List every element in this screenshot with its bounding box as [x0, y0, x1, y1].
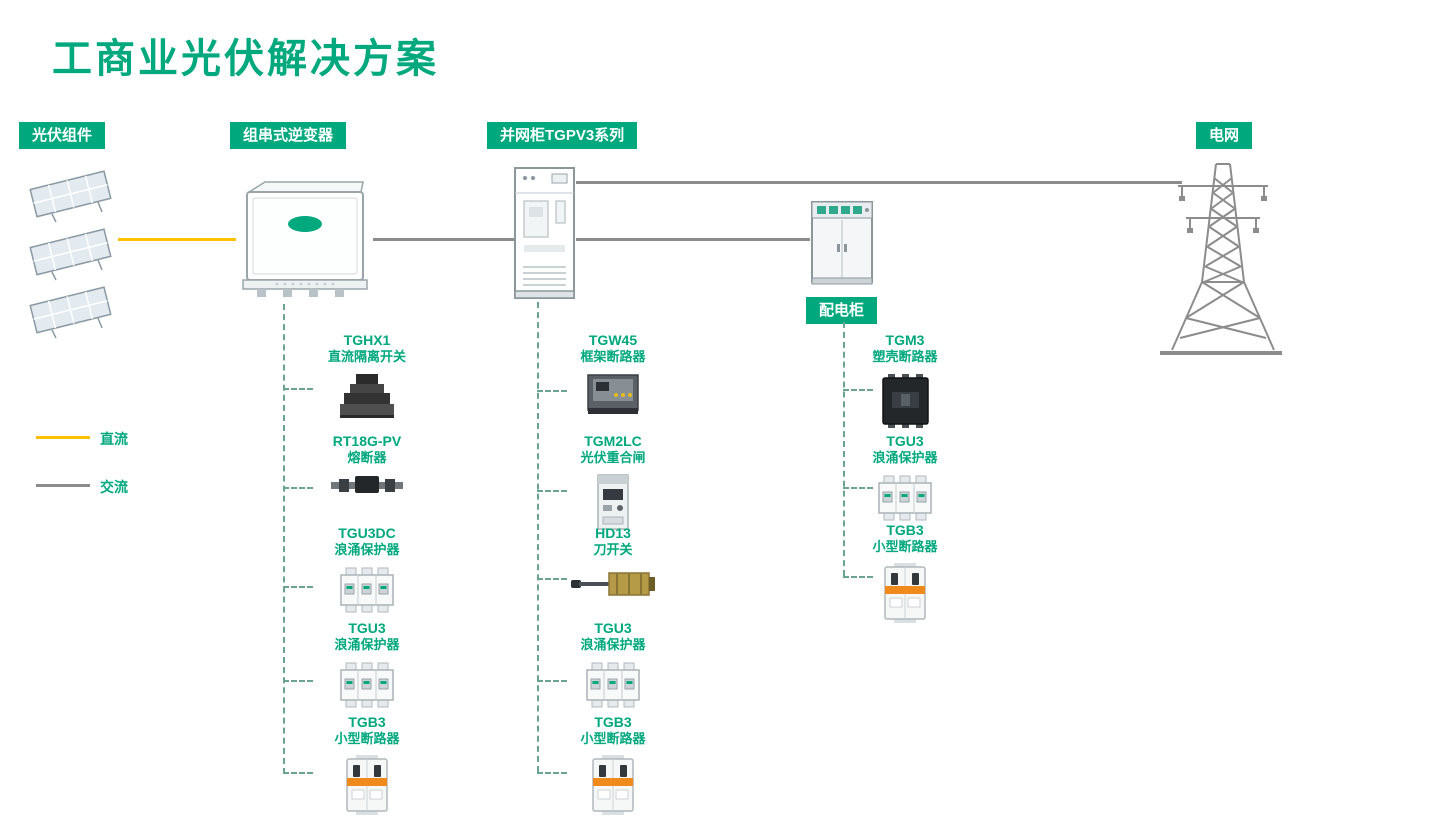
molded-case-breaker-image	[830, 372, 980, 430]
component-tgb3-col3: TGB3 小型断路器	[830, 522, 980, 624]
component-desc: 浪涌保护器	[580, 637, 646, 652]
inverter-column-connector	[283, 304, 285, 774]
component-desc: 浪涌保护器	[334, 542, 400, 557]
miniature-circuit-breaker-image	[538, 754, 688, 816]
legend-dc-line	[36, 436, 90, 439]
component-tgw45: TGW45 框架断路器	[538, 332, 688, 416]
connector-stub	[537, 578, 567, 580]
component-tgb3-col1: TGB3 小型断路器	[292, 714, 442, 816]
component-model: TGU3	[886, 433, 924, 449]
surge-protector-image	[538, 660, 688, 710]
connector-stub	[283, 680, 313, 682]
component-desc: 直流隔离开关	[327, 349, 406, 364]
component-tgb3-col2: TGB3 小型断路器	[538, 714, 688, 816]
pv-recloser-image	[538, 473, 688, 531]
component-hd13: HD13 刀开关	[538, 525, 688, 601]
miniature-circuit-breaker-image	[830, 562, 980, 624]
surge-protector-image	[830, 473, 980, 523]
legend-ac-line	[36, 484, 90, 487]
string-inverter-image	[242, 181, 368, 297]
component-tgu3-col1: TGU3 浪涌保护器	[292, 620, 442, 710]
connector-stub	[843, 576, 873, 578]
component-desc: 小型断路器	[580, 731, 646, 746]
label-grid: 电网	[1196, 122, 1253, 149]
component-desc: 框架断路器	[580, 349, 646, 364]
connector-stub	[537, 390, 567, 392]
connector-stub	[537, 772, 567, 774]
label-grid-cabinet: 并网柜TGPV3系列	[487, 122, 638, 149]
knife-switch-image	[538, 565, 688, 601]
component-model: TGB3	[886, 522, 924, 538]
ac-line-inverter-to-cabinet	[373, 238, 514, 241]
component-model: TGU3	[594, 620, 632, 636]
component-tgu3-col2: TGU3 浪涌保护器	[538, 620, 688, 710]
component-model: TGM2LC	[584, 433, 642, 449]
component-model: TGB3	[594, 714, 632, 730]
component-tghx1: TGHX1 直流隔离开关	[292, 332, 442, 420]
connector-stub	[283, 487, 313, 489]
air-frame-breaker-image	[538, 372, 688, 416]
component-model: TGW45	[588, 332, 638, 348]
tower-ground-line	[1160, 351, 1282, 355]
component-tgm3: TGM3 塑壳断路器	[830, 332, 980, 430]
component-tgm2lc: TGM2LC 光伏重合闸	[538, 433, 688, 531]
legend-ac-label: 交流	[100, 479, 128, 495]
fuse-image	[292, 473, 442, 497]
label-pv-modules: 光伏组件	[19, 122, 106, 149]
component-desc: 浪涌保护器	[334, 637, 400, 652]
distribution-column-connector	[843, 322, 845, 576]
connector-stub	[843, 389, 873, 391]
component-tgu3dc: TGU3DC 浪涌保护器	[292, 525, 442, 615]
component-model: TGU3	[348, 620, 386, 636]
ac-line-cabinet-to-distribution	[576, 238, 810, 241]
label-string-inverter: 组串式逆变器	[230, 122, 347, 149]
ac-line-cabinet-to-grid	[576, 181, 1182, 184]
component-desc: 小型断路器	[872, 539, 938, 554]
connector-stub	[537, 680, 567, 682]
legend-dc-label: 直流	[100, 431, 128, 447]
connector-stub	[283, 388, 313, 390]
solar-panels-image	[29, 170, 112, 339]
grid-cabinet-column-connector	[537, 302, 539, 772]
component-model: RT18G-PV	[332, 433, 402, 449]
surge-protector-image	[292, 660, 442, 710]
component-model: TGM3	[885, 332, 925, 348]
dc-isolator-switch-image	[292, 372, 442, 420]
label-distribution-cabinet: 配电柜	[806, 297, 878, 324]
surge-protector-image	[292, 565, 442, 615]
distribution-cabinet-image	[811, 201, 873, 285]
page-title: 工商业光伏解决方案	[52, 37, 439, 81]
transmission-tower-image	[1171, 163, 1275, 351]
component-desc: 熔断器	[347, 450, 387, 465]
connector-stub	[283, 586, 313, 588]
component-model: TGU3DC	[338, 525, 396, 541]
component-model: HD13	[595, 525, 631, 541]
grid-cabinet-image	[514, 167, 575, 299]
component-model: TGHX1	[343, 332, 391, 348]
component-rt18g-pv: RT18G-PV 熔断器	[292, 433, 442, 497]
component-tgu3-col3: TGU3 浪涌保护器	[830, 433, 980, 523]
connector-stub	[537, 490, 567, 492]
component-desc: 光伏重合闸	[580, 450, 646, 465]
component-desc: 刀开关	[593, 542, 633, 557]
connector-stub	[843, 487, 873, 489]
connector-stub	[283, 772, 313, 774]
dc-line-panels-to-inverter	[118, 238, 236, 241]
miniature-circuit-breaker-image	[292, 754, 442, 816]
component-desc: 小型断路器	[334, 731, 400, 746]
component-model: TGB3	[348, 714, 386, 730]
component-desc: 塑壳断路器	[872, 349, 938, 364]
component-desc: 浪涌保护器	[872, 450, 938, 465]
